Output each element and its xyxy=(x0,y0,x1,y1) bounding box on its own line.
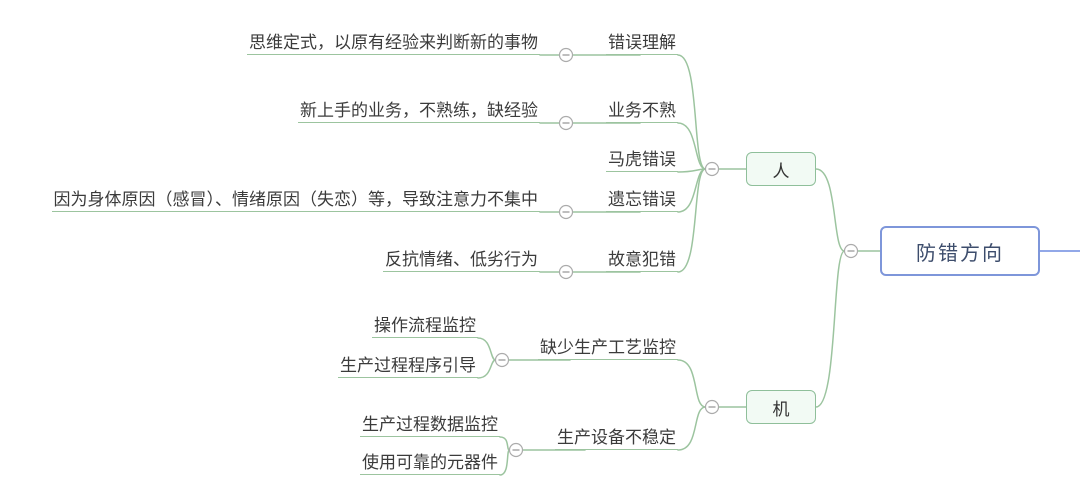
branch-person[interactable]: 人 xyxy=(746,152,816,186)
note-program-guidance[interactable]: 生产过程程序引导 xyxy=(338,355,478,378)
collapse-button-machine[interactable] xyxy=(704,399,720,415)
collapse-button-t2[interactable] xyxy=(558,115,574,131)
note-resistance[interactable]: 反抗情绪、低劣行为 xyxy=(383,249,540,272)
note-operation-flow-monitor[interactable]: 操作流程监控 xyxy=(372,315,478,338)
collapse-button-root[interactable] xyxy=(843,243,859,259)
topic-deliberate-error[interactable]: 故意犯错 xyxy=(606,249,678,272)
note-reliable-components[interactable]: 使用可靠的元器件 xyxy=(360,452,500,475)
note-data-monitor[interactable]: 生产过程数据监控 xyxy=(360,414,500,437)
note-mindset[interactable]: 思维定式，以原有经验来判断新的事物 xyxy=(247,32,540,55)
connector-root-machine xyxy=(815,250,846,408)
branch-machine[interactable]: 机 xyxy=(746,390,816,424)
connector-person-t1 xyxy=(677,54,707,170)
connector-machine-t1 xyxy=(677,359,707,408)
note-attention[interactable]: 因为身体原因（感冒）、情绪原因（失恋）等，导致注意力不集中 xyxy=(51,189,540,212)
connector-equip-n2 xyxy=(499,449,511,476)
connector-person-t2 xyxy=(677,122,707,170)
root-topic[interactable]: 防错方向 xyxy=(880,226,1040,276)
connector-root-person xyxy=(815,168,846,252)
topic-forgetting-error[interactable]: 遗忘错误 xyxy=(606,189,678,212)
connector-process-n1 xyxy=(477,337,497,361)
collapse-button-t4[interactable] xyxy=(558,204,574,220)
connector-machine-t2 xyxy=(677,406,707,451)
topic-unstable-equipment[interactable]: 生产设备不稳定 xyxy=(555,427,678,450)
topic-careless-error[interactable]: 马虎错误 xyxy=(606,149,678,172)
connector-process-n2 xyxy=(477,359,497,379)
topic-wrong-understanding[interactable]: 错误理解 xyxy=(606,32,678,55)
collapse-button-process[interactable] xyxy=(494,352,510,368)
note-new-business[interactable]: 新上手的业务，不熟练，缺经验 xyxy=(298,100,540,123)
topic-lack-process-monitor[interactable]: 缺少生产工艺监控 xyxy=(538,337,678,360)
topic-unfamiliar-business[interactable]: 业务不熟 xyxy=(606,100,678,123)
collapse-button-t1[interactable] xyxy=(558,47,574,63)
collapse-button-t5[interactable] xyxy=(558,264,574,280)
collapse-button-equip[interactable] xyxy=(508,442,524,458)
collapse-button-person[interactable] xyxy=(704,161,720,177)
connector-person-t5 xyxy=(677,168,707,273)
connector-equip-n1 xyxy=(499,436,511,451)
